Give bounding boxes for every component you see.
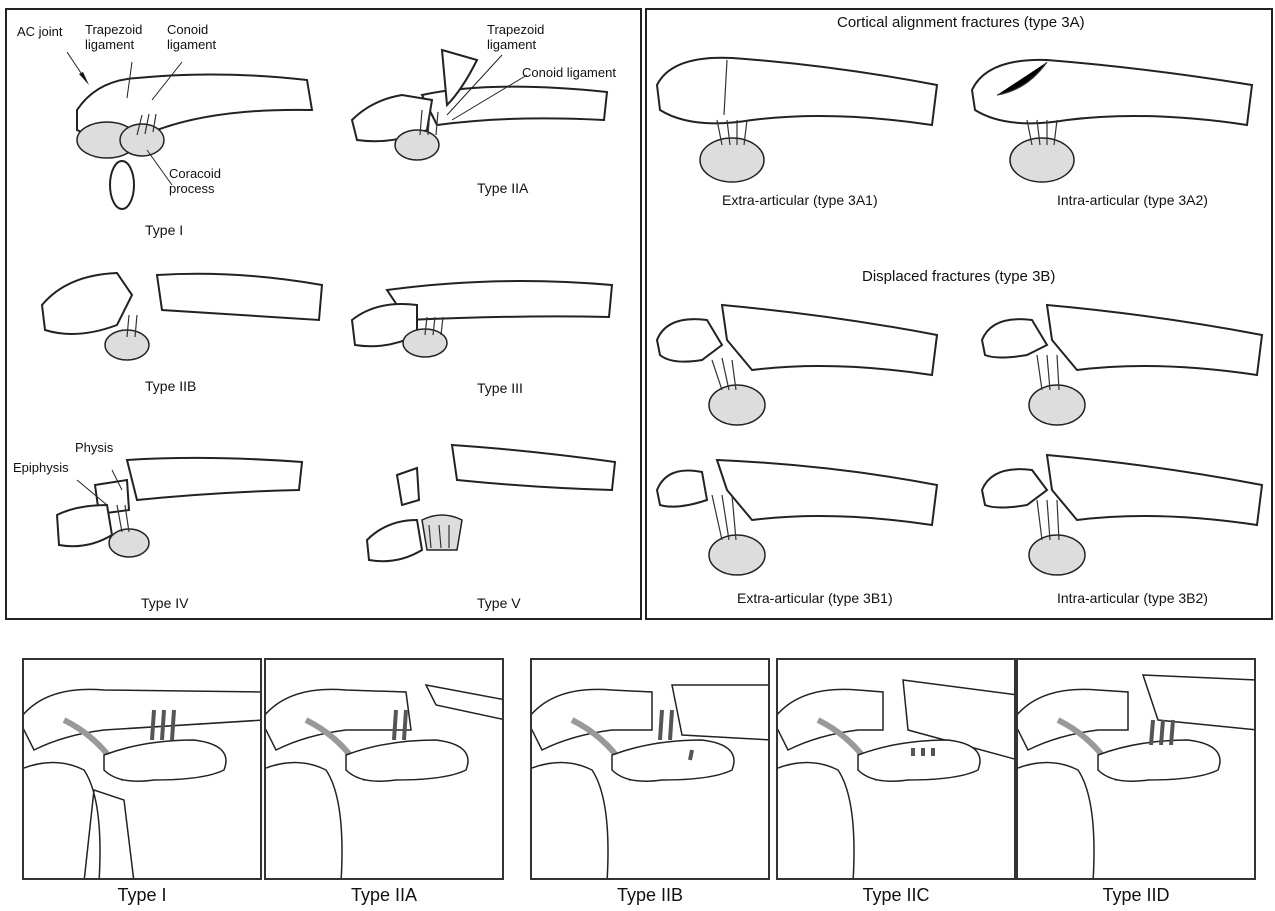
bottom-caption-type-iic: Type IIC [776,885,1016,906]
caption-3a1: Extra-articular (type 3A1) [722,192,878,208]
bottom-caption-type-iib: Type IIB [530,885,770,906]
shoulder-illustration [266,660,504,880]
bottom-caption-type-iid: Type IID [1016,885,1256,906]
clavicle-illustrations-right [647,10,1275,622]
label-conoid-ligament-2: Conoid ligament [522,65,616,80]
clavicle-illustrations-left [7,10,644,622]
caption-type-iib: Type IIB [145,378,196,394]
bottom-caption-type-i: Type I [22,885,262,906]
bottom-frame-type-iid [1016,658,1256,880]
shoulder-illustration [1018,660,1256,880]
heading-cortical-alignment: Cortical alignment fractures (type 3A) [837,14,1085,31]
label-trapezoid-ligament-2: Trapezoid ligament [487,22,544,52]
shoulder-illustration [24,660,262,880]
label-coracoid-process: Coracoid process [169,166,221,196]
shoulder-illustration [532,660,770,880]
bottom-frame-type-iib [530,658,770,880]
caption-type-iv: Type IV [141,595,188,611]
heading-displaced: Displaced fractures (type 3B) [862,268,1055,285]
bottom-frame-type-iia [264,658,504,880]
caption-type-iia: Type IIA [477,180,528,196]
label-epiphysis: Epiphysis [13,460,69,475]
label-physis: Physis [75,440,113,455]
caption-type-i: Type I [145,222,183,238]
bottom-caption-type-iia: Type IIA [264,885,504,906]
caption-3a2: Intra-articular (type 3A2) [1057,192,1208,208]
caption-3b1: Extra-articular (type 3B1) [737,590,893,606]
caption-type-v: Type V [477,595,521,611]
bottom-frame-type-i [22,658,262,880]
shoulder-illustration [778,660,1016,880]
label-conoid-ligament: Conoid ligament [167,22,216,52]
caption-type-iii: Type III [477,380,523,396]
bottom-frame-type-iic [776,658,1016,880]
fracture-classification-panel: Cortical alignment fractures (type 3A) D… [645,8,1273,620]
ac-classification-panel: AC joint Trapezoid ligament Conoid ligam… [5,8,642,620]
label-ac-joint: AC joint [17,24,63,39]
label-trapezoid-ligament: Trapezoid ligament [85,22,142,52]
caption-3b2: Intra-articular (type 3B2) [1057,590,1208,606]
